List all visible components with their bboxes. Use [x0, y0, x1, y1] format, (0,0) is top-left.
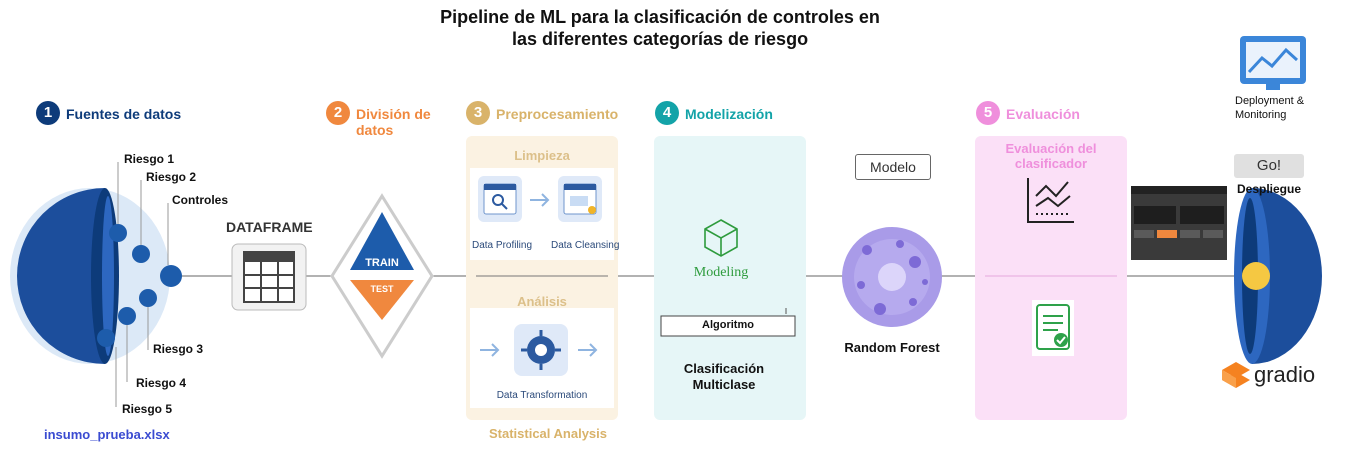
data-cleansing-label: Data Cleansing — [551, 240, 620, 251]
model-box: Modelo — [855, 154, 931, 180]
statistical-analysis-label: Statistical Analysis — [488, 426, 607, 441]
modelization-panel — [654, 136, 806, 420]
gradio-logo-text: gradio — [1254, 362, 1316, 387]
source-riesgo-5: Riesgo 5 — [122, 402, 173, 416]
step-2-title-line-2: datos — [356, 122, 394, 138]
data-source-sphere — [10, 188, 170, 364]
step-2-number: 2 — [326, 101, 350, 125]
despliegue-label: Despliegue — [1236, 182, 1302, 196]
step-1-title: Fuentes de datos — [66, 106, 182, 122]
source-riesgo-2: Riesgo 2 — [146, 170, 197, 184]
random-forest-label: Random Forest — [844, 340, 940, 355]
chart-icon — [1027, 178, 1074, 223]
evaluation-subtitle: Evaluación del clasificador — [975, 141, 1127, 171]
gradio-logo-icon — [1222, 362, 1250, 388]
app-screenshot-thumbnail — [1131, 186, 1227, 260]
title-line-2: las diferentes categorías de riesgo — [511, 29, 809, 49]
source-riesgo-4: Riesgo 4 — [136, 376, 187, 390]
data-profiling-label: Data Profiling — [472, 240, 533, 251]
step-1-number: 1 — [36, 101, 60, 125]
test-label: TEST — [370, 284, 394, 294]
input-file-name: insumo_prueba.xlsx — [44, 427, 170, 442]
deployment-sphere — [1234, 188, 1322, 364]
algorithm-box — [660, 315, 796, 337]
go-button[interactable]: Go! — [1234, 154, 1304, 178]
deployment-line-1: Deployment & — [1235, 95, 1305, 107]
arrow-right-icon — [480, 343, 500, 357]
step-2-title-line-1: División de — [356, 106, 431, 122]
data-transformation-label: Data Transformation — [496, 390, 588, 401]
data-transformation-icon — [514, 324, 568, 376]
algorithm-label: Algoritmo — [702, 319, 754, 331]
deployment-line-2: Monitoring — [1235, 109, 1287, 121]
step-3-title: Preprocesamiento — [496, 106, 619, 122]
arrow-right-icon — [578, 343, 598, 357]
data-profiling-icon — [478, 176, 522, 222]
cleaning-title: Limpieza — [514, 148, 570, 163]
evaluation-subtitle-line-1: Evaluación del — [1005, 141, 1097, 156]
classification-line-1: Clasificación — [683, 361, 765, 376]
train-label: TRAIN — [365, 257, 399, 269]
arrow-right-icon — [530, 193, 550, 207]
source-controles: Controles — [172, 193, 229, 207]
deployment-label: Deployment & Monitoring — [1226, 94, 1336, 122]
cube-icon — [704, 219, 738, 257]
train-test-split-icon — [330, 193, 434, 359]
step-3-number: 3 — [466, 101, 490, 125]
diagram-title: Pipeline de ML para la clasificación de … — [380, 6, 940, 50]
classification-line-2: Multiclase — [692, 377, 756, 392]
step-4-number: 4 — [655, 101, 679, 125]
data-cleansing-icon — [558, 176, 602, 222]
dataframe-table-icon — [231, 243, 307, 311]
analysis-title: Análisis — [517, 294, 567, 309]
dataframe-label: DATAFRAME — [226, 219, 313, 235]
step-5-number: 5 — [976, 101, 1000, 125]
monitor-icon — [1240, 36, 1306, 90]
classification-label: Clasificación Multiclase — [654, 361, 794, 393]
title-line-1: Pipeline de ML para la clasificación de … — [440, 7, 880, 27]
source-riesgo-1: Riesgo 1 — [124, 152, 175, 166]
random-forest-icon — [842, 227, 942, 327]
source-riesgo-3: Riesgo 3 — [153, 342, 204, 356]
evaluation-panel — [975, 136, 1127, 420]
step-2-title: División de datos — [356, 106, 431, 138]
step-4-title: Modelización — [685, 106, 773, 122]
source-dots — [97, 224, 182, 347]
modeling-label: Modeling — [693, 265, 749, 280]
document-check-icon — [1032, 300, 1074, 356]
source-lines — [115, 162, 169, 407]
evaluation-subtitle-line-2: clasificador — [1014, 156, 1088, 171]
step-5-title: Evaluación — [1006, 106, 1080, 122]
